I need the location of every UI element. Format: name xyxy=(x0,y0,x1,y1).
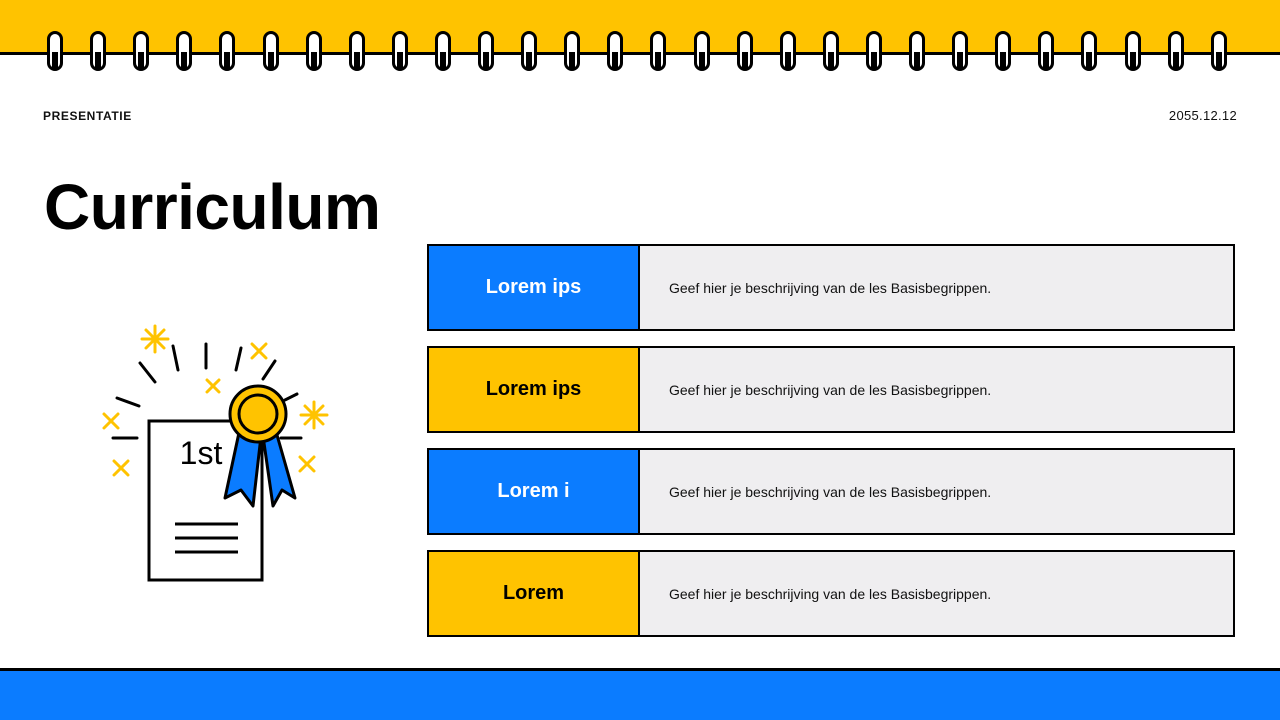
spiral-ring xyxy=(865,31,882,71)
spiral-ring xyxy=(521,31,538,71)
bottom-band xyxy=(0,668,1280,720)
spiral-ring xyxy=(305,31,322,71)
spiral-ring xyxy=(219,31,236,71)
curriculum-row: Lorem ips Geef hier je beschrijving van … xyxy=(427,244,1235,331)
spiral-ring xyxy=(47,31,63,71)
spiral-ring xyxy=(1167,31,1184,71)
spiral-ring xyxy=(952,31,969,71)
row-description: Geef hier je beschrijving van de les Bas… xyxy=(669,483,992,500)
spiral-ring xyxy=(391,31,408,71)
certificate-text: 1st xyxy=(180,435,223,471)
certificate-lines xyxy=(175,522,238,554)
spiral-ring xyxy=(133,31,150,71)
row-description: Geef hier je beschrijving van de les Bas… xyxy=(669,279,992,296)
spiral-binding xyxy=(0,31,1280,77)
medal-inner xyxy=(237,393,279,435)
curriculum-row: Lorem ips Geef hier je beschrijving van … xyxy=(427,346,1235,433)
spiral-ring xyxy=(650,31,667,71)
spiral-ring xyxy=(909,31,925,71)
row-label: Lorem ips xyxy=(429,246,640,329)
page-title: Curriculum xyxy=(44,171,381,243)
spiral-ring xyxy=(822,31,839,71)
row-description: Geef hier je beschrijving van de les Bas… xyxy=(669,585,992,602)
sparkle-icon xyxy=(102,324,329,477)
spiral-ring xyxy=(1038,31,1055,71)
spiral-ring xyxy=(478,31,494,71)
row-label: Lorem xyxy=(429,552,640,635)
top-band xyxy=(0,0,1280,55)
spiral-ring xyxy=(90,31,107,71)
spiral-ring xyxy=(176,31,193,71)
burst-rays xyxy=(111,342,303,440)
date-label: 2055.12.12 xyxy=(1168,108,1237,123)
spiral-ring xyxy=(607,31,624,71)
award-certificate-icon: 1st xyxy=(102,324,329,582)
spiral-ring xyxy=(1124,31,1141,71)
row-label: Lorem ips xyxy=(429,348,640,431)
spiral-ring xyxy=(693,31,710,71)
spiral-ring xyxy=(736,31,753,71)
spiral-ring xyxy=(1081,31,1098,71)
spiral-ring xyxy=(779,31,796,71)
row-description: Geef hier je beschrijving van de les Bas… xyxy=(669,381,992,398)
spiral-ring xyxy=(1210,31,1227,71)
eyebrow-label: PRESENTATIE xyxy=(43,109,132,123)
spiral-ring xyxy=(434,31,451,71)
curriculum-row: Lorem i Geef hier je beschrijving van de… xyxy=(427,448,1235,535)
spiral-ring xyxy=(348,31,365,71)
row-label: Lorem i xyxy=(429,450,640,533)
spiral-ring xyxy=(564,31,581,71)
spiral-ring xyxy=(262,31,279,71)
curriculum-row: Lorem Geef hier je beschrijving van de l… xyxy=(427,550,1235,637)
spiral-ring xyxy=(995,31,1012,71)
